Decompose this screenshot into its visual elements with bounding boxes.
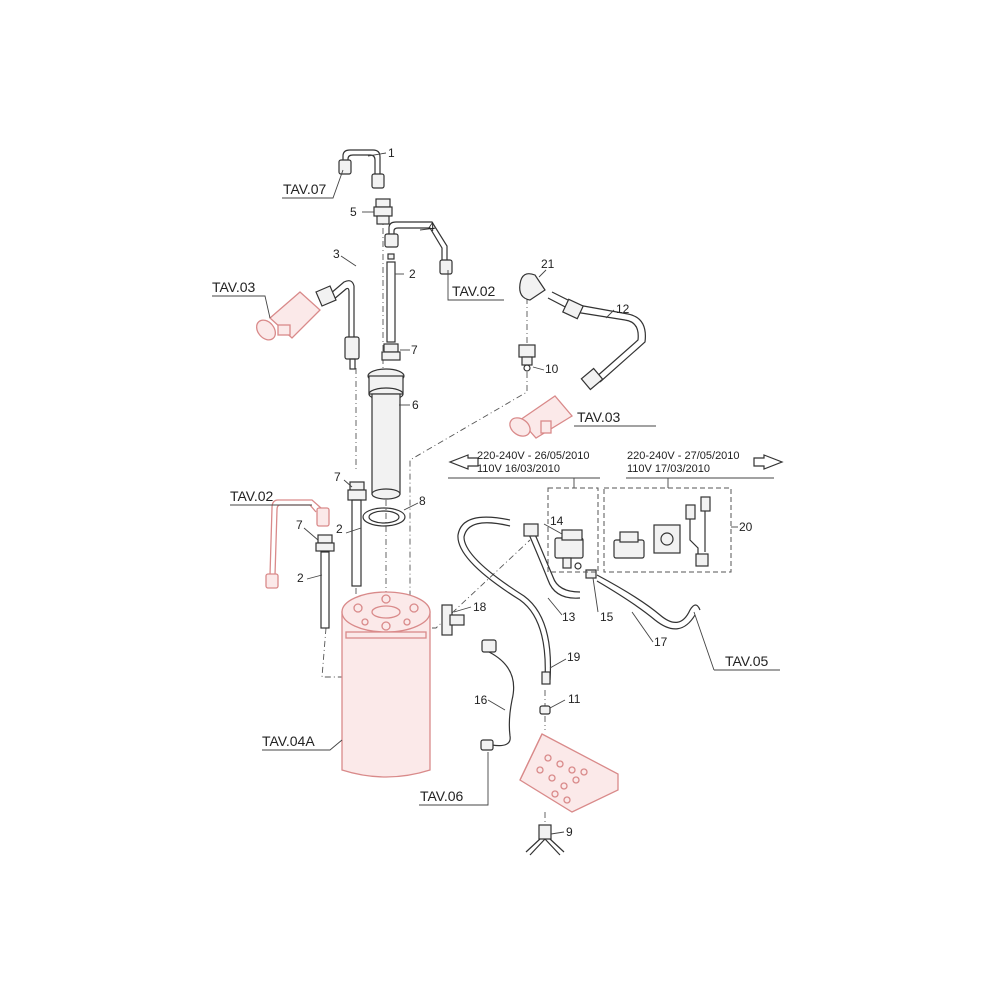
part-7-fitting-middle: [347, 481, 367, 501]
part-2-rod-middle: [351, 499, 362, 587]
part-7-fitting-left: [315, 534, 335, 552]
version-right-line1: 220-240V - 27/05/2010: [627, 450, 740, 462]
callout-19: 19: [567, 650, 581, 664]
callout-9: 9: [566, 825, 573, 839]
callout-20: 20: [739, 520, 753, 534]
part-3-pipe: [315, 280, 360, 370]
callout-11: 11: [568, 692, 581, 706]
ref-tav02-left: TAV.02: [230, 488, 274, 504]
callout-14: 14: [550, 514, 564, 528]
part-7-fitting-upper: [381, 343, 401, 361]
part-10-fitting: [518, 344, 536, 372]
callout-17: 17: [654, 635, 668, 649]
part-16-cable: [480, 639, 515, 751]
ref-tav03-right: TAV.03: [577, 409, 621, 425]
callout-1: 1: [388, 146, 395, 160]
callout-21: 21: [541, 257, 555, 271]
callout-labels: 1 5 4 3 2 7 6 7 8 2 7 2 21 12 10 14 20 1…: [296, 146, 753, 839]
callout-7b: 7: [334, 470, 341, 484]
part-18-tee: [441, 604, 465, 636]
version-left-line1: 220-240V - 26/05/2010: [477, 450, 590, 462]
callout-4: 4: [428, 220, 435, 234]
callout-10: 10: [545, 362, 559, 376]
ref-tav03-left: TAV.03: [212, 279, 256, 295]
part-2-rod-upper: [386, 253, 396, 343]
part-6-cylinder: [367, 368, 405, 500]
version-box-left: [547, 487, 599, 573]
version-arrow-right: [753, 454, 784, 470]
part-12-pipe: [547, 291, 646, 391]
part-2-rod-left: [320, 551, 330, 629]
version-arrow-left: [448, 454, 479, 470]
version-box-right: [603, 487, 732, 573]
part-17-tube: [596, 574, 701, 630]
tav03-right-component: [509, 395, 573, 439]
part-5-fitting: [373, 198, 393, 225]
ref-tav02-top: TAV.02: [452, 283, 496, 299]
part-11-clip: [539, 705, 551, 715]
callout-2a: 2: [409, 267, 416, 281]
leader-lines: [212, 152, 780, 835]
callout-3: 3: [333, 247, 340, 261]
part-14-solenoid: [554, 529, 584, 570]
callout-16: 16: [474, 693, 488, 707]
callout-7a: 7: [411, 343, 418, 357]
ref-tav04a: TAV.04A: [262, 733, 315, 749]
part-9-y-connector: [525, 824, 565, 856]
part-20-kit: [613, 496, 711, 567]
part-1-pipe: [338, 149, 385, 189]
callout-5: 5: [350, 205, 357, 219]
part-15-fitting: [585, 569, 597, 579]
callout-12: 12: [616, 302, 630, 316]
callout-8: 8: [419, 494, 426, 508]
part-19-tube: [457, 516, 552, 685]
part-13-pipe: [523, 523, 581, 599]
version-notes: 220-240V - 26/05/2010 110V 16/03/2010 22…: [477, 450, 740, 475]
callout-13: 13: [562, 610, 576, 624]
callout-7c: 7: [296, 518, 303, 532]
version-left-line2: 110V 16/03/2010: [477, 463, 560, 475]
part-4-pipe: [384, 221, 453, 275]
drip-tray-component: [519, 733, 619, 813]
reference-labels: TAV.07 TAV.03 TAV.02 TAV.03 TAV.02 TAV.0…: [212, 181, 769, 804]
tav03-left-component: [255, 291, 321, 341]
ref-tav05: TAV.05: [725, 653, 769, 669]
version-right-line2: 110V 17/03/2010: [627, 463, 710, 475]
ref-tav07: TAV.07: [283, 181, 327, 197]
tav04a-boiler: [341, 591, 431, 778]
callout-6: 6: [412, 398, 419, 412]
ref-tav06: TAV.06: [420, 788, 464, 804]
callout-15: 15: [600, 610, 614, 624]
part-8-gasket: [362, 507, 406, 527]
callout-2c: 2: [297, 571, 304, 585]
callout-18: 18: [473, 600, 487, 614]
part-21-elbow: [519, 273, 546, 301]
callout-2b: 2: [336, 522, 343, 536]
